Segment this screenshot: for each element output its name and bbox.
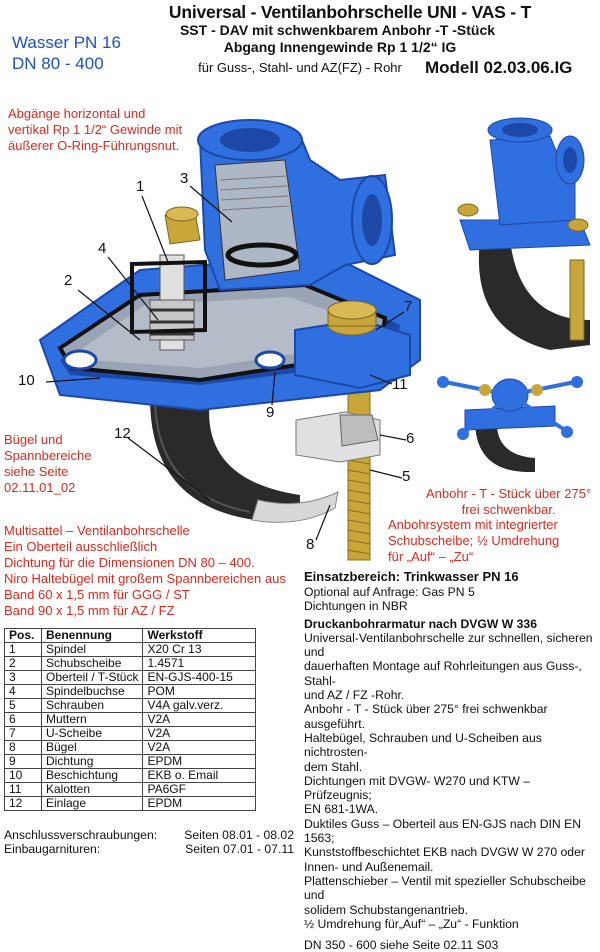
steel-band (251, 491, 339, 523)
page-title: Universal - Ventilanbohrschelle UNI - VA… (168, 2, 532, 22)
callout-2: 2 (64, 272, 73, 289)
spec-heading-2: Druckanbohrarmatur nach DVGW W 336 (304, 616, 537, 631)
pipe-types: für Guss-, Stahl- und AZ(FZ) - Rohr (198, 60, 402, 75)
model-number: Modell 02.03.06.IG (425, 58, 573, 77)
page-subtitle: SST - DAV mit schwenkbarem Anbohr -T -St… (179, 22, 496, 38)
callout-7: 7 (404, 298, 413, 315)
callout-3: 3 (180, 170, 189, 187)
dn-range: DN 80 - 400 (12, 54, 104, 73)
pressure-badge: Wasser PN 16 DN 80 - 400 (12, 32, 121, 74)
outlet-spec: Abgang Innengewinde Rp 1 1/2“ IG (223, 39, 457, 55)
spec-heading: Einsatzbereich: Trinkwasser PN 16 (304, 569, 519, 584)
rubber-strap (150, 398, 300, 520)
callout-10: 10 (18, 372, 35, 389)
callout-8: 8 (306, 536, 315, 553)
parts-table-header: Pos. Benennung Werkstoff (4, 628, 257, 643)
rotation-view (437, 376, 583, 472)
pressure-rating: Wasser PN 16 (12, 33, 121, 52)
note-straps: Bügel und Spannbereiche siehe Seite 02.1… (4, 432, 92, 495)
callout-11: 11 (392, 376, 408, 393)
callout-12: 12 (114, 425, 131, 442)
note-tee: Anbohr - T - Stück über 275° frei schwen… (426, 486, 592, 517)
footer-references: Anschlussverschraubungen:Seiten 08.01 - … (4, 828, 294, 857)
callout-9: 9 (266, 404, 275, 421)
footer-row: Einbaugarnituren:Seiten 07.01 - 07.11 (4, 842, 294, 857)
footer-row: Anschlussverschraubungen:Seiten 08.01 - … (4, 828, 294, 842)
note-saddle: Multisattel – Ventilanbohrschelle Ein Ob… (4, 523, 286, 618)
note-system: Anbohrsystem mit integrierter Schubschei… (388, 517, 560, 564)
callout-5: 5 (402, 468, 411, 485)
callout-6: 6 (406, 430, 415, 447)
callout-leaders (45, 185, 407, 541)
spec-column: Einsatzbereich: Trinkwasser PN 16 Option… (304, 568, 600, 952)
note-outlets: Abgänge horizontal und vertikal Rp 1 1/2… (8, 106, 183, 153)
dn-reference: DN 350 - 600 siehe Seite 02.11 S03 (304, 938, 499, 952)
callout-4: 4 (98, 240, 107, 257)
cutaway-illustration (38, 119, 421, 561)
callout-1: 1 (136, 178, 145, 195)
product-view (457, 117, 591, 350)
